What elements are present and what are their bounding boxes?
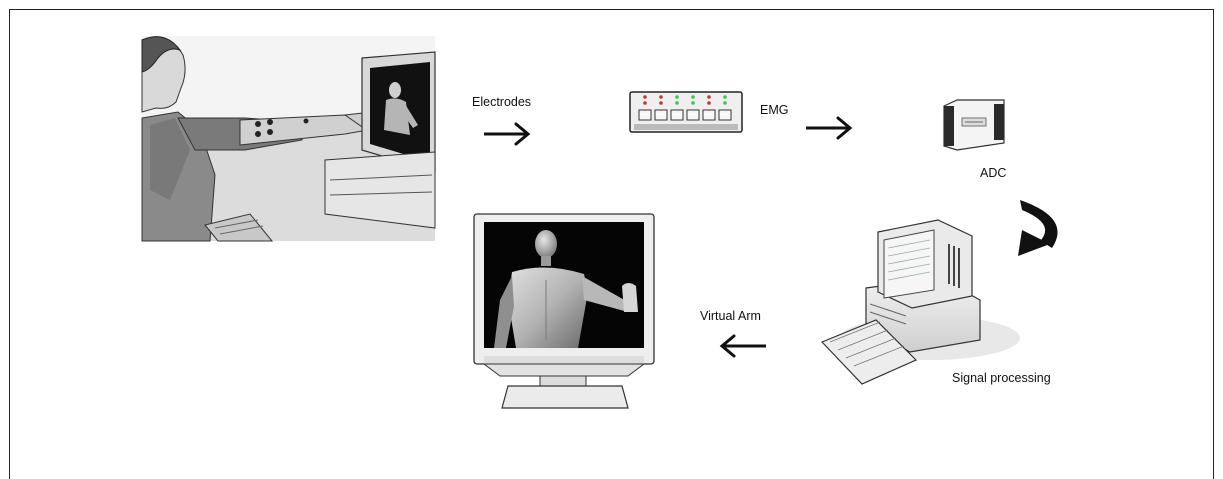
signal-processing-label: Signal processing: [952, 371, 1051, 385]
adc-device-icon: [943, 99, 1005, 151]
arrow-right-icon: [806, 116, 853, 140]
emg-label: EMG: [760, 103, 789, 117]
arrow-right-icon: [484, 122, 531, 146]
arrow-left-icon: [719, 334, 766, 358]
virtual-arm-monitor-icon: [473, 213, 655, 409]
adc-label: ADC: [980, 166, 1007, 180]
curved-arrow-icon: [1018, 200, 1058, 256]
computer-workstation-icon: [820, 219, 1020, 385]
user-at-monitor-illustration: [141, 36, 436, 242]
emg-amplifier-icon: [629, 91, 743, 133]
diagram-frame: [9, 9, 1214, 479]
virtual-arm-label: Virtual Arm: [700, 309, 761, 323]
electrodes-label: Electrodes: [472, 95, 532, 109]
